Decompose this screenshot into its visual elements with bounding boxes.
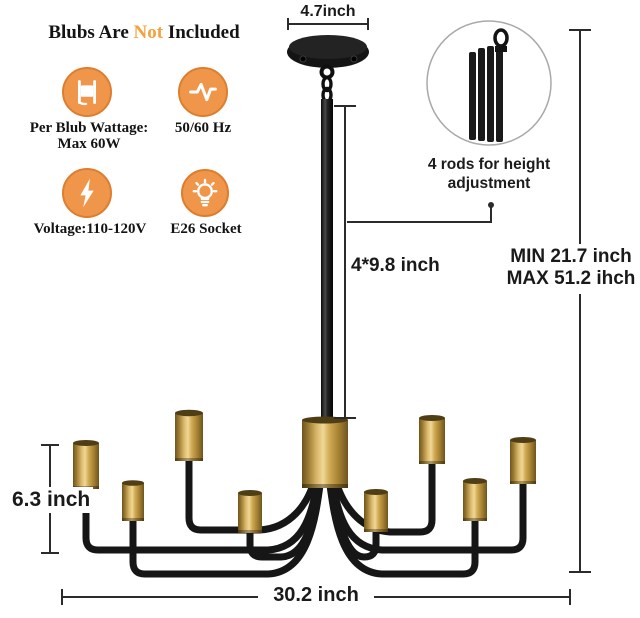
bulb-socket <box>419 415 445 464</box>
frequency-wave-icon <box>178 67 228 117</box>
title-highlight: Not <box>133 22 164 43</box>
bulb-sockets <box>73 409 536 533</box>
page-title: Blubs Are Not Included <box>30 22 258 44</box>
chandelier-arm <box>129 474 325 578</box>
rod-loop-knob <box>495 46 507 52</box>
spec-label-socket: E26 Socket <box>170 221 242 237</box>
rods-callout-note: 4 rods for height adjustment <box>427 156 551 192</box>
bulb-socket <box>463 478 487 521</box>
chandelier-arm <box>328 474 527 554</box>
rod-length-dimension <box>334 105 356 419</box>
spec-label-voltage: Voltage:110-120V <box>33 221 147 237</box>
chandelier-arm <box>82 474 322 554</box>
chandelier-arm <box>246 476 322 561</box>
height-max-label: MAX 51.2 ihch <box>506 268 636 290</box>
downrod <box>321 99 333 424</box>
overall-height-dimension <box>569 29 591 573</box>
height-min-max-label: MIN 21.7 inch MAX 51.2 ihch <box>506 246 636 291</box>
rods-inset <box>426 20 552 146</box>
voltage-bolt-icon <box>62 168 112 218</box>
bulb-socket <box>510 437 536 484</box>
ceiling-canopy <box>287 35 369 68</box>
bulb-socket-icon <box>181 169 229 217</box>
spec-label-frequency: 50/60 Hz <box>174 120 232 136</box>
overall-width-label: 30.2 inch <box>258 584 374 607</box>
rods-callout-connector <box>347 202 494 223</box>
title-text: Blubs Are <box>48 22 134 43</box>
height-min-label: MIN 21.7 inch <box>510 246 632 267</box>
title-text: Included <box>163 22 240 43</box>
bulb-socket <box>175 409 203 461</box>
adjustment-rods <box>469 46 503 142</box>
bulb-socket <box>364 489 388 532</box>
chandelier-arm <box>331 458 436 536</box>
hanging-chain <box>319 64 335 104</box>
canopy-width-label: 4.7inch <box>300 3 356 20</box>
rod-length-label: 4*9.8 inch <box>351 255 440 276</box>
wattage-spool-icon <box>62 67 112 117</box>
center-hub <box>302 416 348 488</box>
bulb-socket <box>238 490 262 533</box>
bulb-socket <box>122 480 144 521</box>
spec-label-wattage: Per Blub Wattage: Max 60W <box>29 120 149 152</box>
arm-height-label: 6.3 inch <box>9 487 94 513</box>
chandelier-arm <box>325 474 479 578</box>
bulb-socket <box>73 440 99 489</box>
canopy-width-dimension <box>287 18 369 30</box>
